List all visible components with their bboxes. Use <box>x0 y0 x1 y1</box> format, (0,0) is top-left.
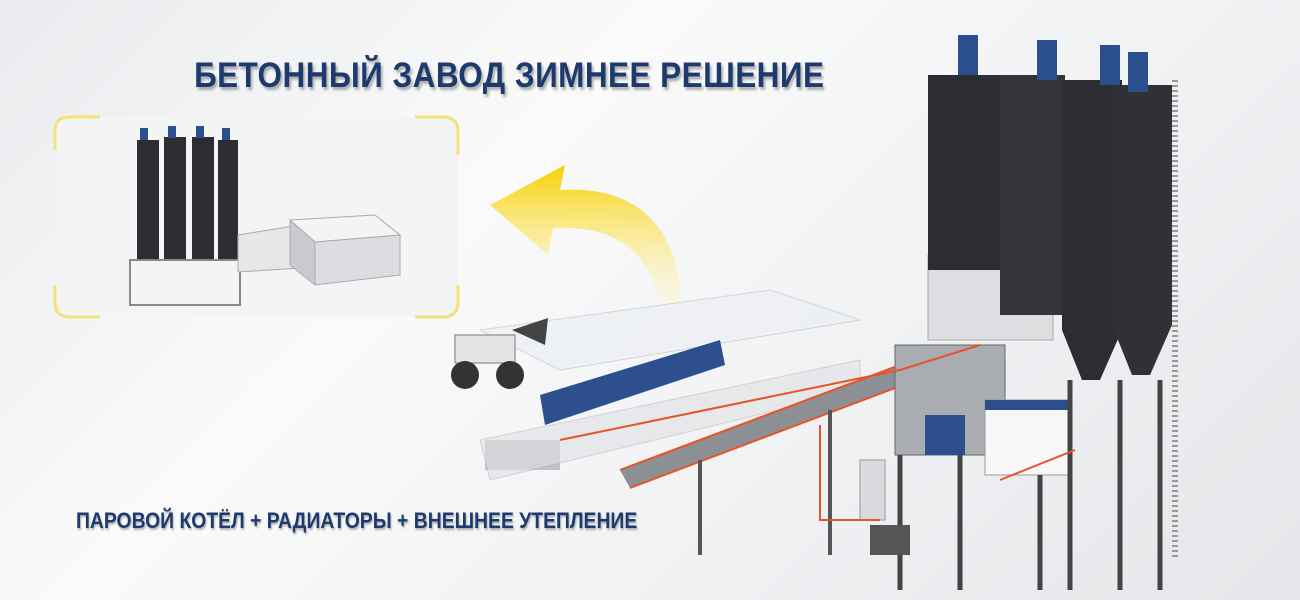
enclosed-plant-inset <box>53 115 460 319</box>
small-silos <box>129 126 241 306</box>
wheel-loader <box>451 318 548 389</box>
yellow-arrow <box>490 165 682 310</box>
aggregate-hopper <box>478 289 861 481</box>
banner-subtitle: ПАРОВОЙ КОТЁЛ + РАДИАТОРЫ + ВНЕШНЕЕ УТЕП… <box>76 508 638 533</box>
banner-title: БЕТОННЫЙ ЗАВОД ЗИМНЕЕ РЕШЕНИЕ <box>194 56 825 95</box>
mixing-tower <box>859 254 1071 590</box>
cement-silos <box>928 35 1178 590</box>
small-insulated-building <box>237 214 402 287</box>
heating-pipes <box>559 344 1076 521</box>
belt-conveyor <box>619 349 949 555</box>
